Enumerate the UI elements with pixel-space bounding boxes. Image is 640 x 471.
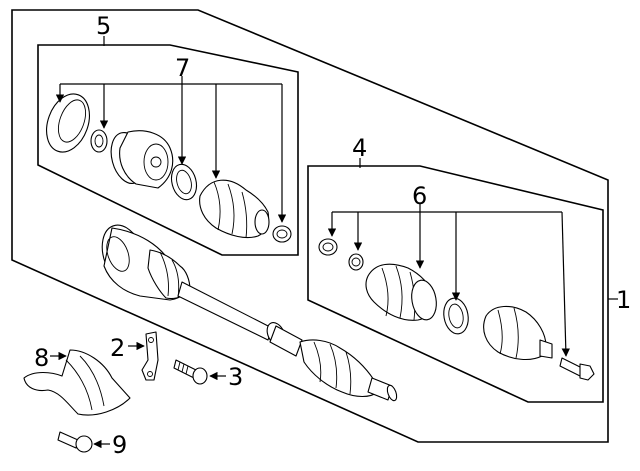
small-clamp-outer [318, 238, 338, 256]
callout-8: 8 [34, 344, 49, 372]
bracket [141, 331, 159, 381]
heat-shield [23, 349, 131, 416]
callout-3: 3 [228, 363, 243, 391]
callout-4: 4 [352, 134, 367, 162]
outer-ring [348, 253, 364, 271]
dust-shield [46, 93, 90, 153]
axle-assembly-frame [11, 9, 609, 443]
boot-clamp-inner [170, 163, 198, 201]
callout-2: 2 [110, 334, 125, 362]
outer-joint-kit-frame [307, 165, 604, 403]
inner-ring [90, 129, 108, 153]
inner-joint-kit-frame [37, 44, 299, 256]
callout-1: 1 [616, 286, 631, 314]
hex-bolt [173, 359, 208, 385]
flange-bolt [57, 431, 93, 453]
small-clamp-inner [272, 225, 292, 243]
axle-bolt [559, 357, 583, 377]
inner-kit-parts [46, 93, 292, 243]
callout-6: 6 [412, 182, 427, 210]
boot-clamp-outer [443, 297, 469, 335]
outer-cv-joint [483, 305, 547, 361]
axle-shaft [101, 224, 398, 402]
callout-9: 9 [112, 431, 127, 459]
outer-kit-parts [318, 238, 595, 381]
callout-7: 7 [175, 54, 190, 82]
callout-5: 5 [96, 12, 111, 40]
